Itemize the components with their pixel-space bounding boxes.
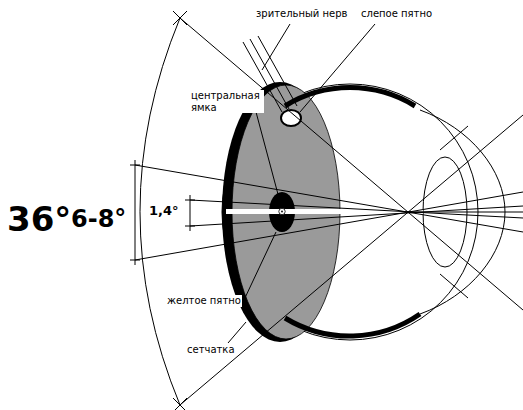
leader-line [228, 322, 246, 343]
ray-line [135, 192, 523, 260]
part-label: центральная ямка [190, 90, 264, 113]
leader-line [256, 112, 279, 198]
angle-label: 36° [6, 200, 72, 239]
sclera-arc [285, 88, 415, 106]
dimension-line [135, 160, 136, 265]
ray-line [180, 115, 523, 405]
fovea [279, 208, 285, 214]
fovea-dot [281, 211, 283, 213]
angle-label: 6-8° [70, 206, 127, 234]
ray-line [190, 206, 523, 226]
ray-line [135, 165, 523, 232]
part-label: слепое пятно [360, 8, 433, 20]
part-label: зрительный нерв [255, 8, 348, 20]
leader-line [262, 24, 290, 70]
leader-line [300, 24, 375, 112]
ray-line [180, 18, 523, 310]
angle-arc [140, 18, 180, 405]
axis-line [408, 212, 523, 213]
part-label: сетчатка [186, 344, 236, 356]
arc-tick [173, 398, 187, 410]
part-label: желтое пятно [166, 295, 242, 307]
angle-label: 1,4° [148, 204, 180, 219]
leader-line [244, 232, 276, 300]
sclera-arc [285, 314, 420, 336]
dimension-tick [130, 165, 140, 260]
dimension-tick [185, 200, 195, 226]
